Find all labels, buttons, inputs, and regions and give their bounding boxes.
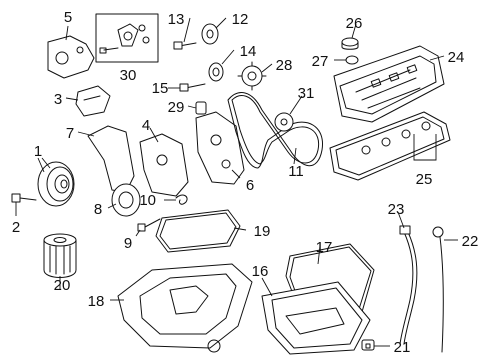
part-7-belt-cover: [87, 125, 135, 193]
callout-21: 21: [394, 339, 411, 356]
callout-2: 2: [12, 219, 20, 236]
callout-14: 14: [240, 43, 257, 60]
part-23-dipstick-tube: [399, 225, 418, 345]
callout-31: 31: [298, 85, 315, 102]
callout-29: 29: [168, 99, 185, 116]
part-19-pan-gasket: [155, 209, 241, 253]
callout-13: 13: [168, 11, 185, 28]
part-15-bolt: [179, 83, 206, 92]
callout-15: 15: [152, 80, 169, 97]
part-16-lower-oil-pan: [261, 281, 371, 355]
part-9-bolt: [137, 218, 161, 232]
part-20-oil-filter: [43, 233, 77, 278]
callout-22: 22: [462, 233, 479, 250]
part-24-valve-cover: [333, 45, 445, 123]
callout-6: 6: [246, 177, 254, 194]
part-2-bolt: [11, 193, 37, 203]
callout-27: 27: [312, 53, 329, 70]
callout-12: 12: [232, 11, 249, 28]
part-10-clip: [175, 194, 188, 205]
part-5-timing-cover: [47, 35, 95, 79]
callout-20: 20: [54, 277, 71, 294]
part-27-seal-ring: [345, 55, 359, 65]
part-11-timing-belt: [227, 92, 323, 169]
callout-5: 5: [64, 9, 72, 26]
part-8-seal-housing: [111, 183, 141, 217]
callout-8: 8: [94, 201, 102, 218]
callout-7: 7: [66, 125, 74, 142]
part-21-sensor: [361, 339, 375, 351]
callout-23: 23: [388, 201, 405, 218]
part-28-camshaft-sprocket: [237, 61, 267, 91]
callout-9: 9: [124, 235, 132, 252]
callout-10: 10: [139, 192, 156, 209]
callout-24: 24: [448, 49, 465, 66]
callout-30: 30: [120, 67, 137, 84]
part-22-dipstick: [432, 226, 444, 353]
part-3-cover: [75, 85, 111, 117]
part-25-valve-cover-gasket: [329, 111, 451, 181]
part-31-tensioner: [274, 112, 294, 132]
part-4-inner-cover: [139, 133, 189, 197]
callout-17: 17: [316, 239, 333, 256]
callout-16: 16: [252, 263, 269, 280]
part-12-pulley: [201, 23, 219, 45]
callout-1: 1: [34, 143, 42, 160]
callout-18: 18: [88, 293, 105, 310]
callout-3: 3: [54, 91, 62, 108]
callout-26: 26: [346, 15, 363, 32]
part-1-crank-pulley: [37, 161, 75, 207]
callout-4: 4: [142, 117, 150, 134]
part-26-filler-cap: [341, 37, 359, 50]
part-29-sleeve: [195, 101, 207, 115]
part-6-rear-cover: [195, 111, 245, 185]
part-13-bolt: [173, 41, 197, 50]
callout-19: 19: [254, 223, 271, 240]
part-14-roller: [208, 62, 224, 82]
leader-lines: [15, 17, 458, 347]
callout-labels: 1 2 3 4 5 6 7 8 9 10 11 12 13 14 15 16 1…: [12, 9, 479, 356]
callout-28: 28: [276, 57, 293, 74]
part-18-upper-oil-pan: [117, 263, 253, 353]
callout-25: 25: [416, 171, 433, 188]
part-30-bolt-kit: [95, 13, 159, 63]
callout-11: 11: [288, 163, 304, 180]
